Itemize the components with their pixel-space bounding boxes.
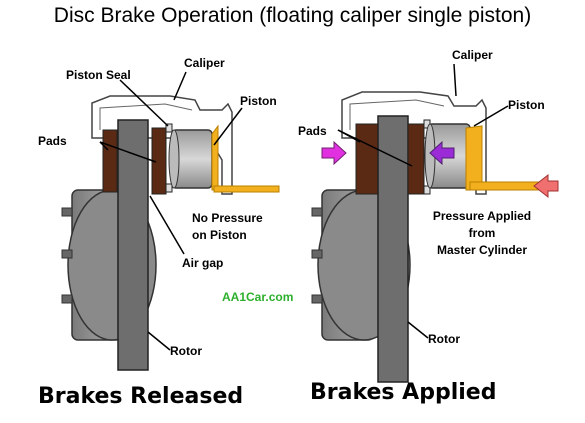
left-assembly [61, 71, 280, 371]
right-arrow-piston [429, 140, 455, 166]
right-arrow-outer-pad [321, 140, 347, 166]
right-arrow-fluid [533, 173, 559, 199]
right-leader-piston [473, 105, 509, 127]
left-fluid-chamber [211, 124, 219, 191]
left-label-air-gap: Air gap [182, 256, 224, 270]
right-fluid-line [469, 181, 539, 191]
watermark: AA1Car.com [222, 290, 294, 304]
right-label-piston: Piston [508, 98, 545, 112]
left-caption: Brakes Released [38, 384, 244, 409]
right-leader-rotor [407, 321, 429, 339]
left-label-caliper: Caliper [184, 56, 225, 70]
right-leader-caliper [453, 63, 457, 97]
right-stud-3 [311, 294, 323, 304]
right-inner-pad [407, 123, 425, 195]
right-stud-1 [311, 207, 323, 217]
left-stud-3 [61, 294, 73, 304]
right-label-pressure-1: Pressure Applied [432, 209, 532, 223]
left-stud-2 [61, 249, 73, 259]
left-label-piston-seal: Piston Seal [66, 68, 131, 82]
right-label-rotor: Rotor [428, 332, 460, 346]
right-assembly [311, 63, 559, 383]
left-piston-seal [165, 123, 173, 133]
left-label-no-pressure-2: on Piston [192, 228, 247, 242]
right-label-pressure-2: from [468, 226, 496, 240]
left-stud-1 [61, 207, 73, 217]
right-caliper-inner [349, 99, 445, 130]
right-label-caliper: Caliper [452, 48, 493, 62]
right-fluid-chamber [465, 125, 483, 191]
right-stud-2 [311, 249, 323, 259]
left-label-no-pressure-1: No Pressure [192, 211, 263, 225]
left-leader-pads-2 [99, 141, 157, 163]
left-leader-airgap [149, 195, 185, 255]
right-label-pads: Pads [298, 124, 327, 138]
right-leader-pads-2 [337, 129, 413, 167]
left-piston-face [168, 129, 180, 189]
left-piston-seal-2 [165, 183, 173, 193]
left-leader-pads-1 [99, 141, 109, 151]
left-fluid-line [213, 185, 280, 193]
right-piston-seal-2 [423, 185, 431, 195]
left-caliper-inner [99, 103, 193, 130]
right-label-pressure-3: Master Cylinder [436, 243, 528, 257]
left-outer-pad [102, 129, 118, 193]
left-rotor [117, 119, 149, 371]
right-rotor [377, 115, 409, 383]
left-label-piston: Piston [240, 94, 277, 108]
left-leader-seal [119, 79, 169, 127]
left-leader-rotor [147, 331, 171, 351]
right-outer-pad [355, 123, 379, 195]
left-label-rotor: Rotor [170, 344, 202, 358]
diagram-title: Disc Brake Operation (floating caliper s… [53, 4, 532, 27]
right-caption: Brakes Applied [310, 380, 497, 405]
left-label-pads: Pads [38, 134, 67, 148]
left-leader-caliper [173, 71, 187, 101]
left-leader-piston [213, 107, 243, 146]
